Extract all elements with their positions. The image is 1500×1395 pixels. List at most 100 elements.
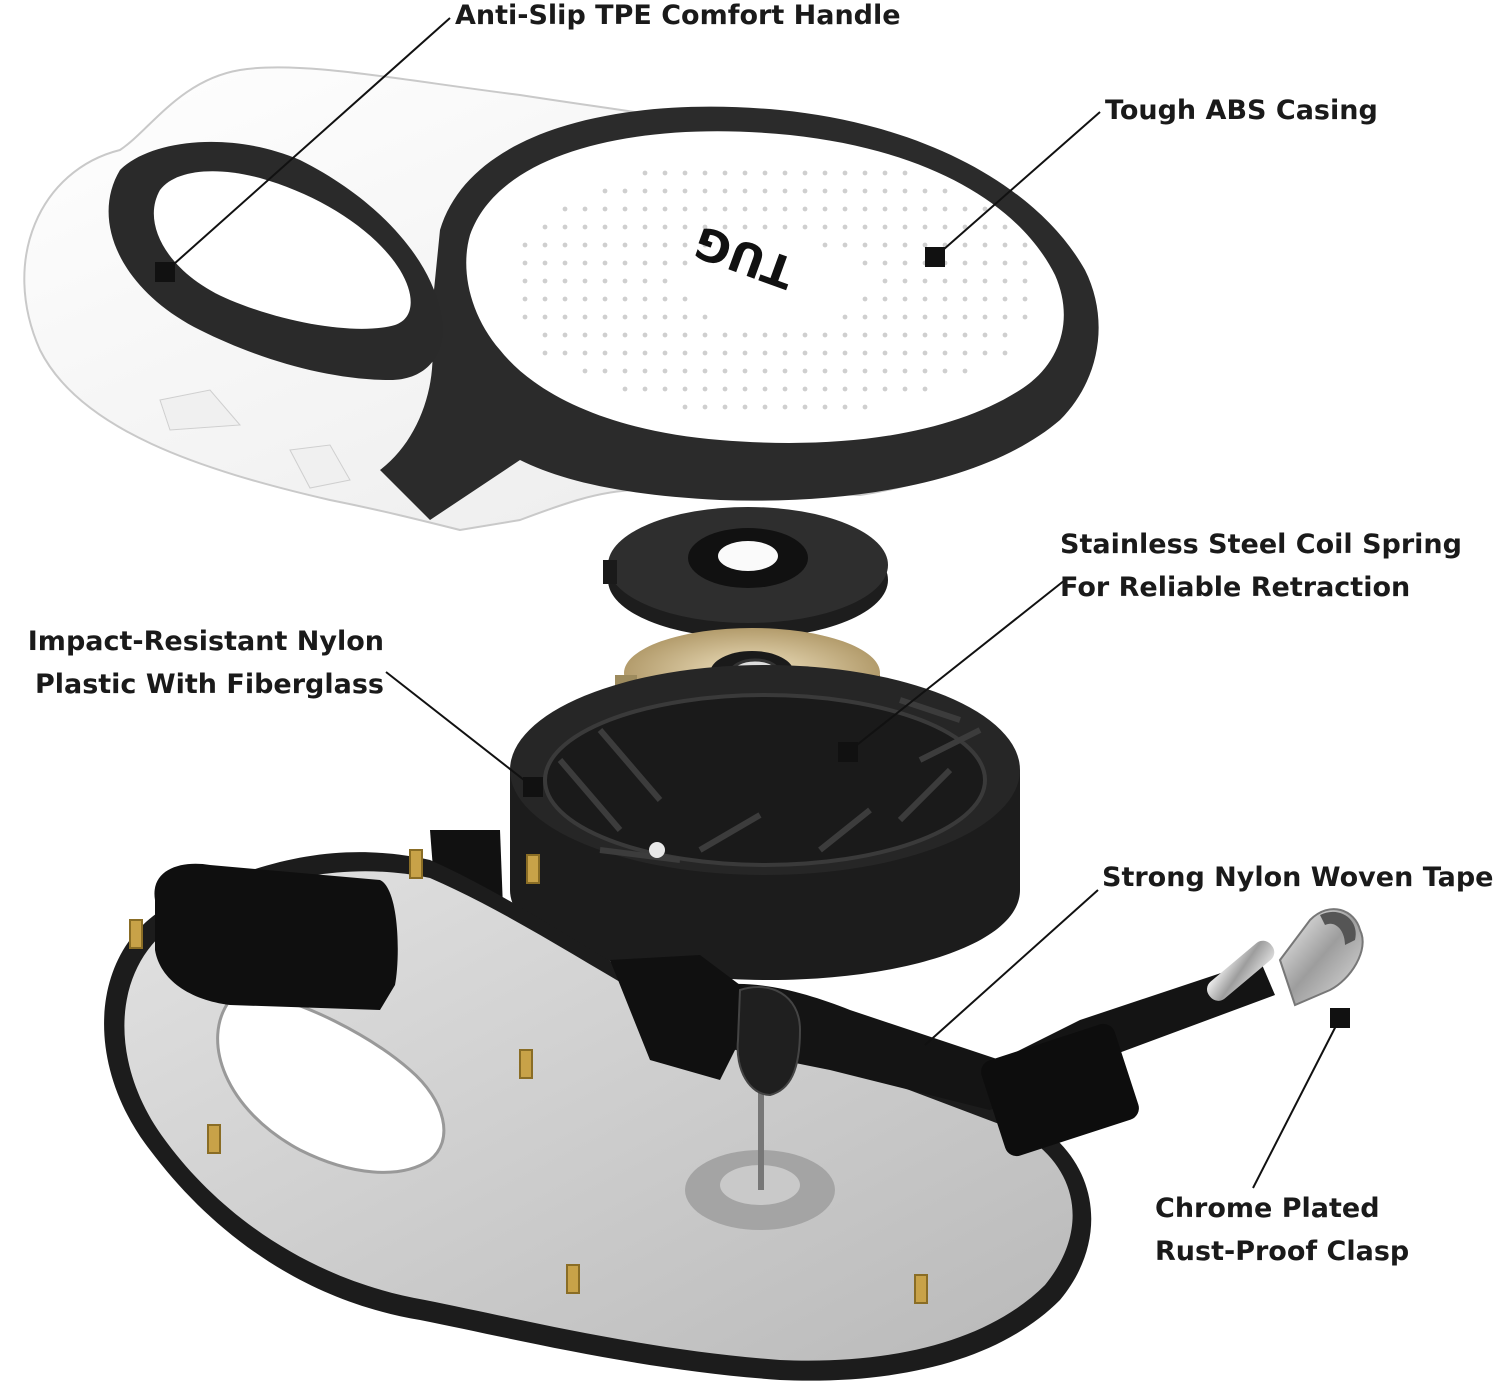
vent-dot	[862, 404, 868, 410]
vent-dot	[682, 404, 688, 410]
vent-dot	[762, 350, 768, 356]
vent-dot	[662, 368, 668, 374]
vent-dot	[662, 206, 668, 212]
marker-clasp	[1330, 1008, 1350, 1028]
vent-dot	[762, 170, 768, 176]
vent-dot	[982, 224, 988, 230]
woven-tape	[610, 955, 1275, 1157]
vent-dot	[942, 314, 948, 320]
vent-dot	[1002, 332, 1008, 338]
vent-dot	[582, 314, 588, 320]
vent-dot	[842, 206, 848, 212]
vent-dot	[902, 242, 908, 248]
vent-dot	[902, 170, 908, 176]
vent-dot	[642, 278, 648, 284]
vent-dot	[922, 278, 928, 284]
vent-dot	[622, 350, 628, 356]
vent-dot	[602, 368, 608, 374]
vent-dot	[842, 350, 848, 356]
vent-dot	[542, 296, 548, 302]
vent-dot	[762, 386, 768, 392]
vent-dot	[742, 350, 748, 356]
vent-dot	[922, 350, 928, 356]
vent-dot	[702, 206, 708, 212]
vent-dot	[682, 242, 688, 248]
vent-dot	[862, 260, 868, 266]
vent-dot	[662, 170, 668, 176]
vent-dot	[842, 368, 848, 374]
vent-dot	[682, 206, 688, 212]
vent-dot	[1002, 260, 1008, 266]
vent-dot	[642, 170, 648, 176]
vent-dot	[782, 170, 788, 176]
vent-dot	[542, 314, 548, 320]
vent-dot	[982, 332, 988, 338]
vent-dot	[682, 386, 688, 392]
label-spring-line-2: For Reliable Retraction	[1060, 572, 1411, 603]
vent-dot	[522, 296, 528, 302]
vent-dot	[882, 242, 888, 248]
vent-dot	[662, 224, 668, 230]
vent-dot	[842, 332, 848, 338]
vent-dot	[622, 386, 628, 392]
vent-dot	[922, 386, 928, 392]
base-housing	[104, 849, 1092, 1381]
vent-dot	[602, 350, 608, 356]
vent-dot	[562, 224, 568, 230]
vent-dot	[582, 260, 588, 266]
vent-dot	[922, 332, 928, 338]
vent-dot	[742, 386, 748, 392]
vent-dot	[782, 224, 788, 230]
vent-dot	[1022, 296, 1028, 302]
label-tape: Strong Nylon Woven Tape	[1102, 856, 1494, 899]
vent-dot	[842, 242, 848, 248]
vent-dot	[902, 296, 908, 302]
vent-dot	[802, 332, 808, 338]
vent-dot	[962, 260, 968, 266]
vent-dot	[922, 368, 928, 374]
vent-dot	[622, 332, 628, 338]
markers	[155, 247, 1350, 1028]
vent-dot	[902, 332, 908, 338]
vent-dot	[622, 188, 628, 194]
vent-dot	[562, 206, 568, 212]
vent-dot	[762, 206, 768, 212]
vent-dot	[822, 188, 828, 194]
vent-dot	[662, 188, 668, 194]
vent-dot	[862, 386, 868, 392]
vent-dot	[862, 368, 868, 374]
vent-dot	[862, 242, 868, 248]
vent-dot	[842, 404, 848, 410]
vent-dot	[642, 332, 648, 338]
vent-dot	[722, 332, 728, 338]
vent-dot	[882, 350, 888, 356]
vent-dot	[562, 278, 568, 284]
vent-dot	[622, 278, 628, 284]
vent-dot	[682, 314, 688, 320]
vent-dot	[722, 368, 728, 374]
vent-dot	[722, 242, 728, 248]
vent-dot	[602, 314, 608, 320]
vent-dot	[662, 260, 668, 266]
vent-dot	[682, 188, 688, 194]
label-clasp: Chrome Plated Rust-Proof Clasp	[1155, 1187, 1409, 1273]
vent-dot	[642, 296, 648, 302]
vent-dot	[782, 188, 788, 194]
vent-dot	[622, 260, 628, 266]
label-spring: Stainless Steel Coil Spring For Reliable…	[1060, 523, 1462, 609]
vent-dot	[622, 314, 628, 320]
vent-dot	[762, 188, 768, 194]
vent-dot	[942, 188, 948, 194]
vent-dot	[762, 404, 768, 410]
vent-dot	[542, 332, 548, 338]
vent-dot	[562, 350, 568, 356]
leader-clasp	[1252, 1017, 1341, 1189]
vent-dot	[722, 170, 728, 176]
vent-dot	[1022, 314, 1028, 320]
vent-dot	[702, 224, 708, 230]
vent-dot	[802, 350, 808, 356]
vent-dot	[962, 368, 968, 374]
vent-dot	[862, 350, 868, 356]
vent-dot	[902, 368, 908, 374]
label-nylon-line-2: Plastic With Fiberglass	[34, 669, 384, 700]
